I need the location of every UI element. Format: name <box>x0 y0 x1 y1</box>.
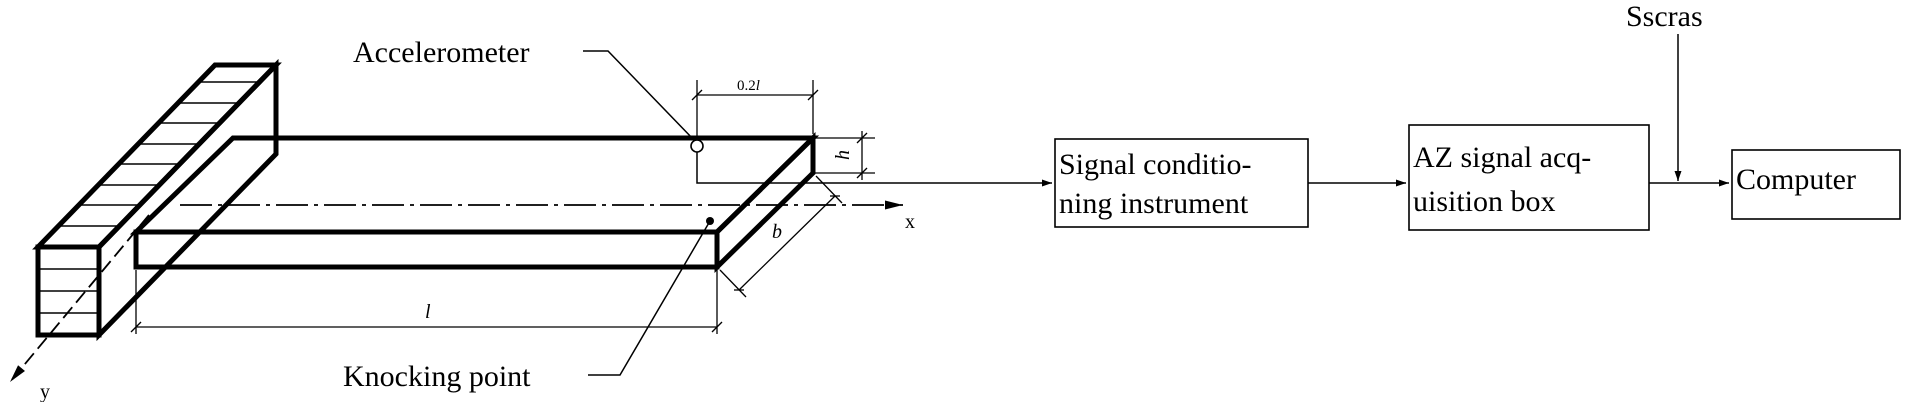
dim-b-label: b <box>772 221 782 243</box>
az-acquisition-line1: AZ signal acq- <box>1413 141 1591 174</box>
signal-conditioning-line2: ning instrument <box>1059 187 1249 220</box>
sscras-label: Sscras <box>1626 0 1703 33</box>
cantilever-beam <box>129 132 820 273</box>
dim-0-2l-label: 0.2l <box>737 78 760 94</box>
sensor-cable <box>696 152 1052 187</box>
computer-label: Computer <box>1736 163 1856 196</box>
knocking-point-label: Knocking point <box>343 360 531 393</box>
dim-l-label: l <box>425 301 431 323</box>
dim-0-2l-prefix: 0.2 <box>737 78 756 94</box>
dimension-0-2l <box>691 80 819 138</box>
signal-conditioning-line1: Signal conditio- <box>1059 148 1251 181</box>
az-acquisition-line2: uisition box <box>1413 185 1556 218</box>
y-axis <box>9 214 150 383</box>
az-acquisition-block: AZ signal acq- uisition box <box>1408 124 1650 231</box>
dimension-h <box>815 131 875 180</box>
signal-conditioning-block: Signal conditio- ning instrument <box>1054 138 1309 228</box>
dim-h-label: h <box>832 150 854 160</box>
x-axis-label: x <box>905 211 915 233</box>
dimension-l <box>130 270 723 334</box>
computer-block: Computer <box>1731 149 1901 220</box>
dim-0-2l-var: l <box>756 78 760 94</box>
knocking-point-marker <box>588 217 714 376</box>
y-axis-label: y <box>40 381 50 402</box>
accelerometer-label: Accelerometer <box>353 36 530 69</box>
dimension-b <box>719 175 843 298</box>
fixed-support-wall <box>32 58 282 342</box>
